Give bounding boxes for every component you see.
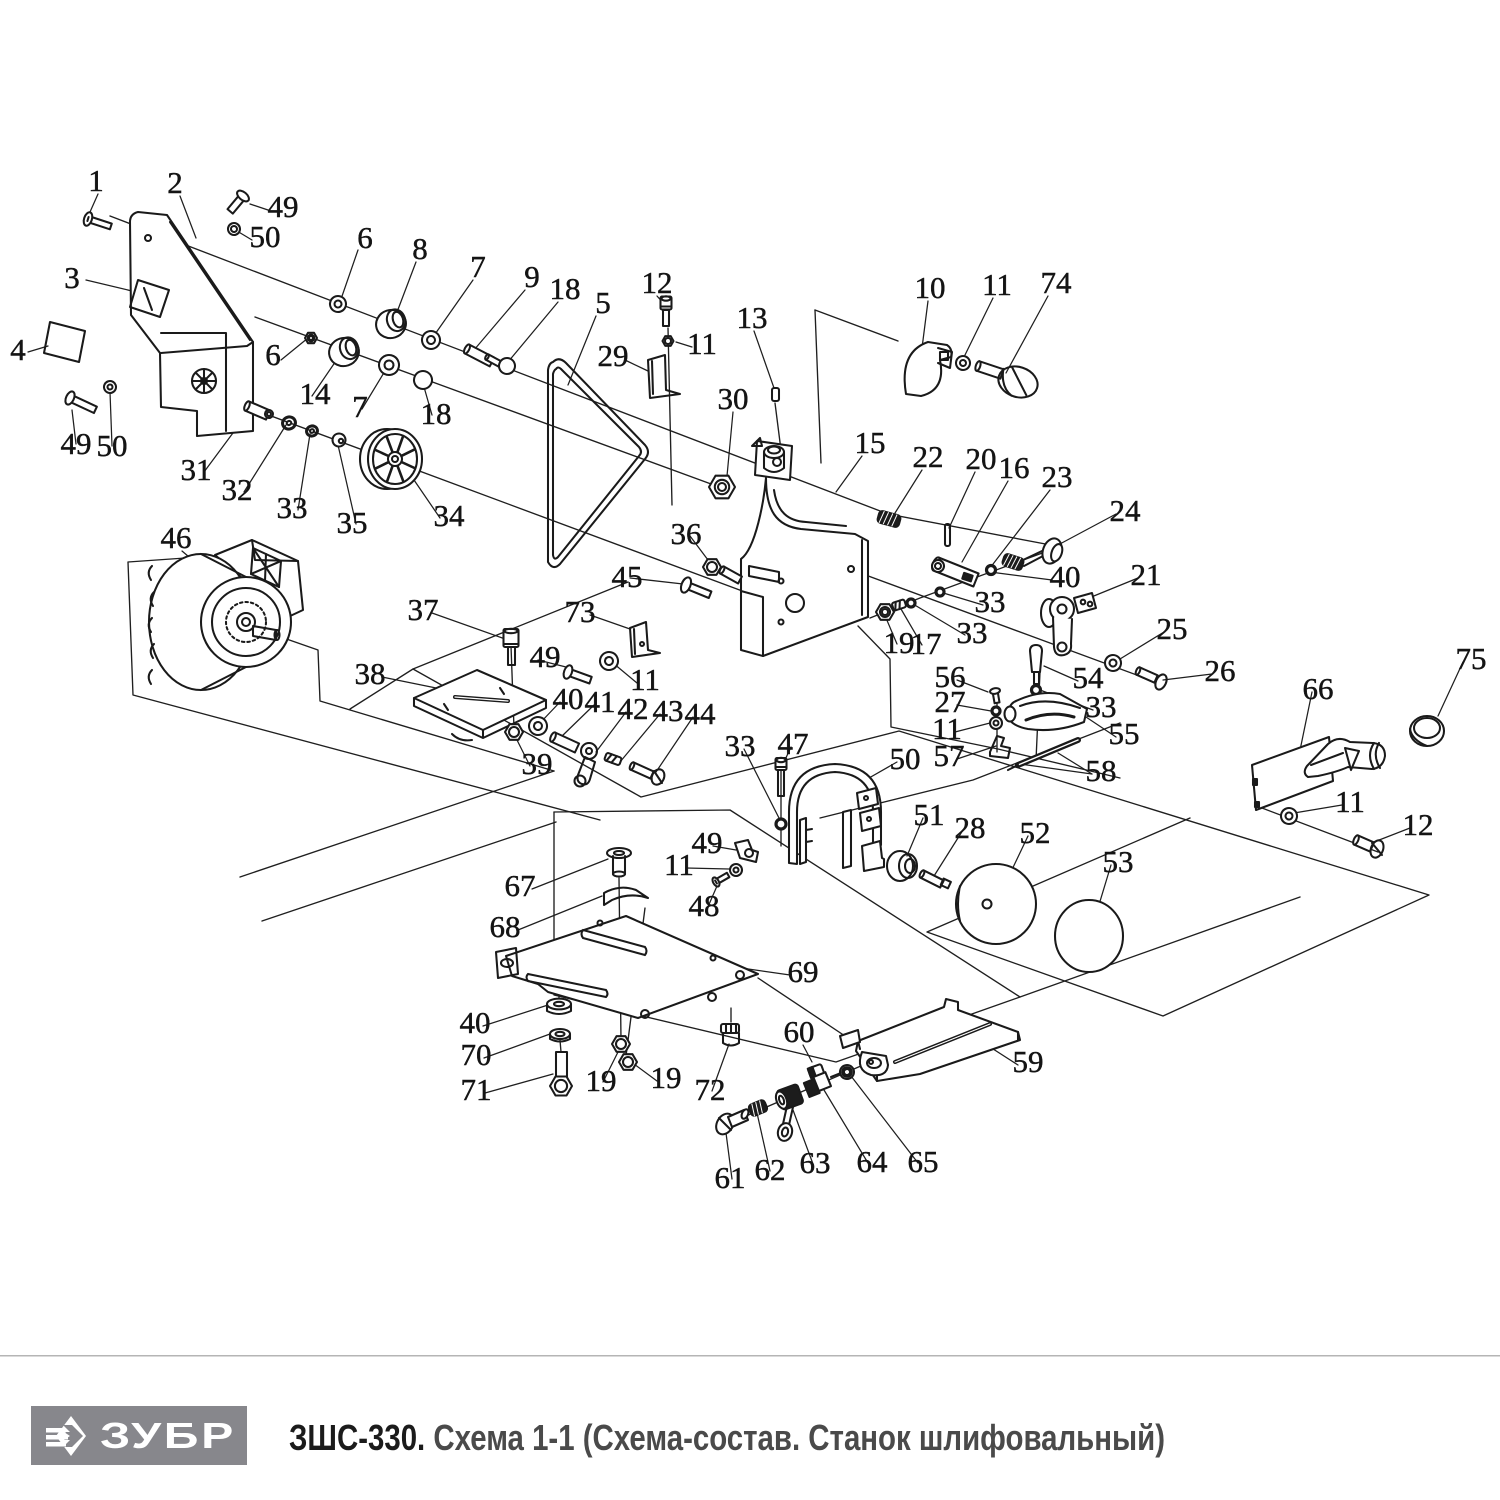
svg-text:36: 36 xyxy=(671,516,702,551)
svg-text:11: 11 xyxy=(982,267,1012,302)
svg-text:33: 33 xyxy=(957,615,988,650)
svg-text:31: 31 xyxy=(181,452,212,487)
svg-text:57: 57 xyxy=(934,738,965,773)
svg-text:30: 30 xyxy=(718,381,749,416)
svg-text:62: 62 xyxy=(755,1152,786,1187)
svg-text:66: 66 xyxy=(1303,671,1334,706)
svg-text:4: 4 xyxy=(10,332,26,367)
svg-text:16: 16 xyxy=(999,450,1030,485)
svg-text:11: 11 xyxy=(1335,784,1365,819)
svg-text:11: 11 xyxy=(664,847,694,882)
svg-text:34: 34 xyxy=(434,498,466,533)
svg-text:33: 33 xyxy=(725,728,756,763)
svg-text:18: 18 xyxy=(550,271,581,306)
svg-text:49: 49 xyxy=(530,639,561,674)
svg-text:45: 45 xyxy=(612,559,643,594)
svg-text:11: 11 xyxy=(630,662,660,697)
svg-text:50: 50 xyxy=(97,428,128,463)
svg-text:7: 7 xyxy=(470,249,486,284)
svg-text:37: 37 xyxy=(408,592,439,627)
svg-text:42: 42 xyxy=(618,691,649,726)
svg-text:40: 40 xyxy=(553,681,584,716)
svg-text:19: 19 xyxy=(884,625,915,660)
svg-text:3: 3 xyxy=(64,260,80,295)
svg-text:47: 47 xyxy=(778,726,809,761)
svg-text:70: 70 xyxy=(461,1037,492,1072)
svg-text:58: 58 xyxy=(1086,753,1117,788)
svg-text:6: 6 xyxy=(265,337,281,372)
svg-text:6: 6 xyxy=(357,220,373,255)
svg-text:18: 18 xyxy=(421,396,452,431)
svg-text:44: 44 xyxy=(685,696,717,731)
svg-text:1: 1 xyxy=(88,163,104,198)
svg-text:5: 5 xyxy=(595,285,611,320)
svg-text:49: 49 xyxy=(268,189,299,224)
svg-text:17: 17 xyxy=(911,626,942,661)
svg-text:7: 7 xyxy=(352,389,368,424)
svg-text:73: 73 xyxy=(565,594,596,629)
svg-text:23: 23 xyxy=(1042,459,1073,494)
svg-text:67: 67 xyxy=(505,868,536,903)
svg-text:41: 41 xyxy=(585,684,616,719)
svg-text:11: 11 xyxy=(687,326,717,361)
svg-text:ЗУБР: ЗУБР xyxy=(100,1415,236,1456)
svg-text:12: 12 xyxy=(1403,807,1434,842)
svg-text:69: 69 xyxy=(788,954,819,989)
svg-text:49: 49 xyxy=(61,426,92,461)
svg-text:65: 65 xyxy=(908,1144,939,1179)
svg-text:64: 64 xyxy=(857,1144,889,1179)
svg-text:2: 2 xyxy=(167,165,183,200)
svg-text:52: 52 xyxy=(1020,815,1051,850)
svg-text:8: 8 xyxy=(412,231,428,266)
svg-text:33: 33 xyxy=(277,490,308,525)
svg-text:9: 9 xyxy=(524,259,540,294)
svg-text:ЗШС-330. Схема 1-1 (Схема-сост: ЗШС-330. Схема 1-1 (Схема-состав. Станок… xyxy=(289,1417,1165,1458)
svg-text:29: 29 xyxy=(598,338,629,373)
svg-text:32: 32 xyxy=(222,472,253,507)
svg-text:63: 63 xyxy=(800,1145,831,1180)
svg-text:22: 22 xyxy=(913,439,944,474)
svg-text:12: 12 xyxy=(642,265,673,300)
svg-text:75: 75 xyxy=(1456,641,1487,676)
svg-text:25: 25 xyxy=(1157,611,1188,646)
svg-text:40: 40 xyxy=(1050,559,1081,594)
svg-text:56: 56 xyxy=(935,659,966,694)
svg-text:61: 61 xyxy=(715,1160,746,1195)
svg-text:13: 13 xyxy=(737,300,768,335)
svg-text:24: 24 xyxy=(1110,493,1142,528)
svg-text:35: 35 xyxy=(337,505,368,540)
svg-text:26: 26 xyxy=(1205,653,1236,688)
svg-text:33: 33 xyxy=(975,584,1006,619)
svg-text:49: 49 xyxy=(692,825,723,860)
svg-text:20: 20 xyxy=(966,441,997,476)
svg-text:10: 10 xyxy=(915,270,946,305)
svg-text:74: 74 xyxy=(1041,265,1073,300)
svg-text:59: 59 xyxy=(1013,1044,1044,1079)
svg-text:43: 43 xyxy=(653,693,684,728)
svg-text:60: 60 xyxy=(784,1014,815,1049)
svg-text:50: 50 xyxy=(890,741,921,776)
svg-text:19: 19 xyxy=(651,1060,682,1095)
svg-text:15: 15 xyxy=(855,425,886,460)
svg-text:54: 54 xyxy=(1073,660,1105,695)
svg-text:71: 71 xyxy=(461,1072,492,1107)
svg-text:19: 19 xyxy=(586,1063,617,1098)
svg-text:68: 68 xyxy=(490,909,521,944)
svg-text:33: 33 xyxy=(1086,689,1117,724)
svg-text:40: 40 xyxy=(460,1005,491,1040)
svg-text:46: 46 xyxy=(161,520,192,555)
svg-text:53: 53 xyxy=(1103,844,1134,879)
svg-text:55: 55 xyxy=(1109,716,1140,751)
svg-text:11: 11 xyxy=(932,711,962,746)
svg-text:21: 21 xyxy=(1131,557,1162,592)
svg-text:27: 27 xyxy=(935,684,966,719)
svg-text:28: 28 xyxy=(955,810,986,845)
svg-text:72: 72 xyxy=(695,1072,726,1107)
svg-text:14: 14 xyxy=(300,376,332,411)
svg-text:38: 38 xyxy=(355,656,386,691)
svg-text:51: 51 xyxy=(914,797,945,832)
svg-text:48: 48 xyxy=(689,888,720,923)
svg-text:50: 50 xyxy=(250,219,281,254)
svg-text:39: 39 xyxy=(522,746,553,781)
